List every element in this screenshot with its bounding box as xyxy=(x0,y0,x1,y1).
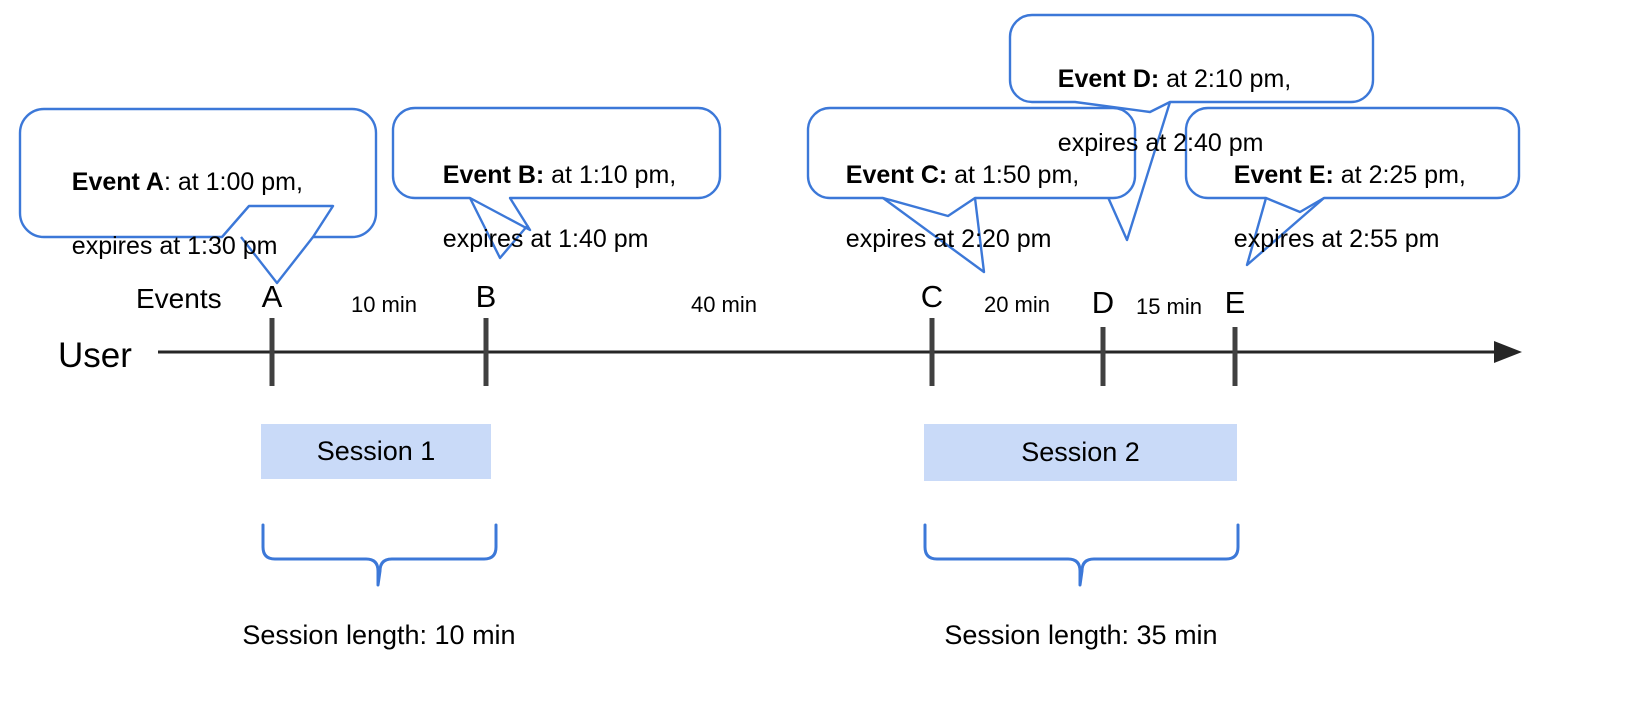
callout-event-b-line1: at 1:10 pm, xyxy=(551,161,677,189)
callout-event-a-sep: : xyxy=(163,168,178,196)
tick-label-c: C xyxy=(920,279,944,314)
brace-session-2 xyxy=(923,523,1240,587)
gap-label-c-d: 20 min xyxy=(983,292,1051,317)
callout-event-e-line2: expires at 2:55 pm xyxy=(1233,225,1440,253)
user-row-label: User xyxy=(58,336,132,375)
callout-event-c-title: Event C: xyxy=(845,161,948,189)
tick-label-a: A xyxy=(261,279,283,314)
callout-event-e-text: Event E: at 2:25 pm, expires at 2:55 pm xyxy=(1206,127,1516,287)
callout-event-c-line2: expires at 2:20 pm xyxy=(845,225,1052,253)
callout-event-d-line1: at 2:10 pm, xyxy=(1166,65,1292,93)
timeline-axis xyxy=(158,341,1522,363)
callout-event-b-title: Event B: xyxy=(442,161,545,189)
callout-event-a-line1: at 1:00 pm, xyxy=(177,168,303,196)
callout-event-c-line1: at 1:50 pm, xyxy=(954,161,1080,189)
callout-event-b-line2: expires at 1:40 pm xyxy=(442,225,649,253)
axis-arrowhead xyxy=(1494,341,1522,363)
events-row-label: Events xyxy=(136,283,222,314)
session-bar-2-label: Session 2 xyxy=(1021,437,1140,467)
session-bar-1-label: Session 1 xyxy=(316,436,436,466)
callout-event-e xyxy=(1184,106,1521,267)
gap-label-a-b: 10 min xyxy=(350,292,418,317)
callout-event-d-title: Event D: xyxy=(1057,65,1160,93)
callout-event-d xyxy=(1008,13,1375,242)
callout-event-a xyxy=(18,107,378,285)
callout-event-b-text: Event B: at 1:10 pm, expires at 1:40 pm xyxy=(415,127,725,287)
callout-event-b xyxy=(391,106,722,260)
axis-tick-marks xyxy=(269,318,1238,386)
callout-event-d-line2: expires at 2:40 pm xyxy=(1057,129,1264,157)
callout-event-c-text: Event C: at 1:50 pm, expires at 2:20 pm xyxy=(818,127,1128,287)
gap-label-d-e: 15 min xyxy=(1135,294,1203,319)
callout-event-a-text: Event A: at 1:00 pm, expires at 1:30 pm xyxy=(44,134,374,294)
session-bar-1: Session 1 xyxy=(261,424,491,479)
session-2-length-caption: Session length: 35 min xyxy=(944,620,1218,650)
callout-event-c xyxy=(806,106,1137,274)
callout-event-a-title: Event A xyxy=(71,168,164,196)
callout-event-e-sep xyxy=(1334,161,1341,189)
callout-event-a-line2: expires at 1:30 pm xyxy=(71,232,278,260)
callout-event-e-line1: at 2:25 pm, xyxy=(1340,161,1466,189)
gap-label-b-c: 40 min xyxy=(690,292,758,317)
tick-label-d: D xyxy=(1091,285,1115,320)
callout-event-d-text: Event D: at 2:10 pm, expires at 2:40 pm xyxy=(1030,31,1360,191)
tick-label-b: B xyxy=(475,279,497,314)
session-bar-2: Session 2 xyxy=(924,424,1237,481)
session-1-length-caption: Session length: 10 min xyxy=(242,620,516,650)
tick-label-e: E xyxy=(1224,285,1246,320)
callout-event-e-title: Event E: xyxy=(1233,161,1334,189)
brace-session-1 xyxy=(261,523,498,587)
